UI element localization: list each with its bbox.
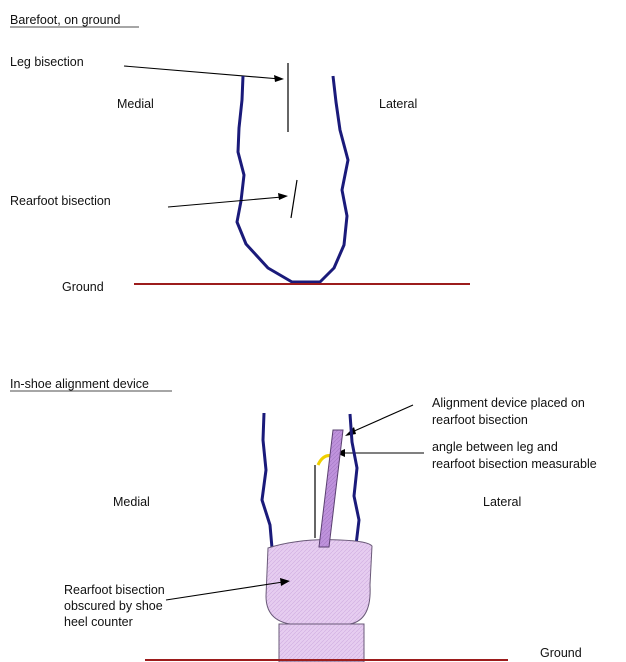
label-ground-top: Ground [62,280,104,294]
label-angle-line2: rearfoot bisection measurable [432,457,597,471]
leg-bisection-arrowhead [274,75,284,82]
alignment-device [319,430,343,547]
shoe-sole [279,624,364,662]
rearfoot-bisection-arrowhead [278,193,288,200]
rearfoot-bisection-arrow [168,197,282,207]
obscured-arrow [166,582,283,600]
label-obscured-line1: Rearfoot bisection [64,583,165,597]
foot-outline [237,76,348,282]
device-arrow [352,405,413,432]
label-device-line1: Alignment device placed on [432,396,585,410]
label-obscured-line3: heel counter [64,615,133,629]
rearfoot-bisection-line [291,180,297,218]
leg-outline-left [262,413,272,548]
label-obscured-line2: obscured by shoe [64,599,163,613]
bottom-panel-heading: In-shoe alignment device [10,377,149,391]
label-lateral-bottom: Lateral [483,495,521,509]
label-medial-bottom: Medial [113,495,150,509]
label-ground-bottom: Ground [540,646,582,660]
leg-bisection-arrow [124,66,280,79]
label-lateral-top: Lateral [379,97,417,111]
label-device-line2: rearfoot bisection [432,413,528,427]
label-angle-line1: angle between leg and [432,440,558,454]
label-leg-bisection: Leg bisection [10,55,84,69]
label-rearfoot-bisection: Rearfoot bisection [10,194,111,208]
label-medial-top: Medial [117,97,154,111]
top-panel-heading: Barefoot, on ground [10,13,121,27]
